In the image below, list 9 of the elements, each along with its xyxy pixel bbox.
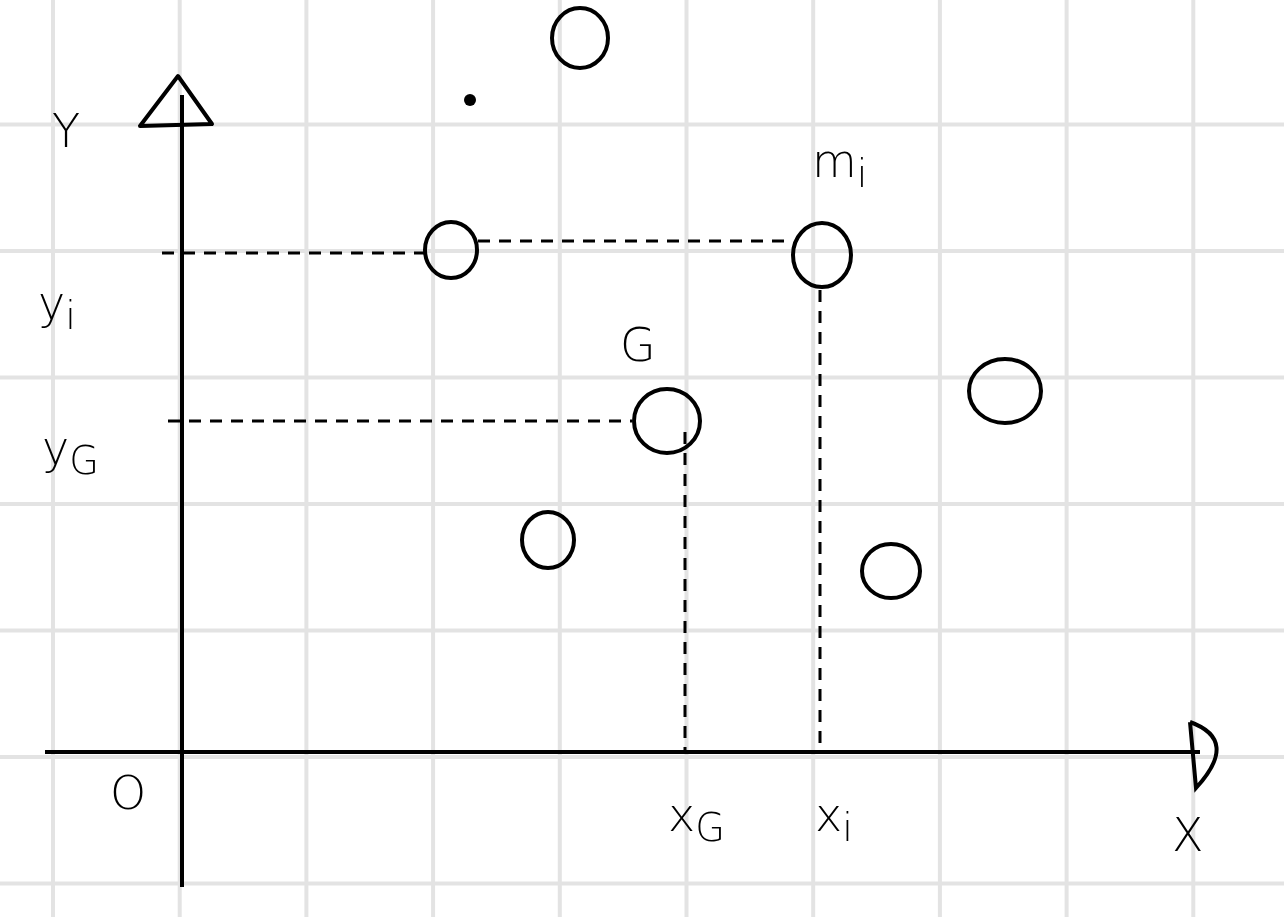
point-label: m$_{i}$ — [812, 138, 868, 194]
coordinate-label: y$_{i}$ — [38, 280, 76, 336]
coordinate-label: y$_{G}$ — [42, 425, 99, 481]
origin-label: O — [110, 770, 147, 816]
axis-label: X — [1172, 812, 1204, 858]
coordinate-label: x$_{G}$ — [668, 792, 725, 848]
point-label: G — [620, 322, 656, 368]
axis-label: Y — [52, 108, 81, 154]
coordinate-label: x$_{i}$ — [815, 792, 853, 848]
